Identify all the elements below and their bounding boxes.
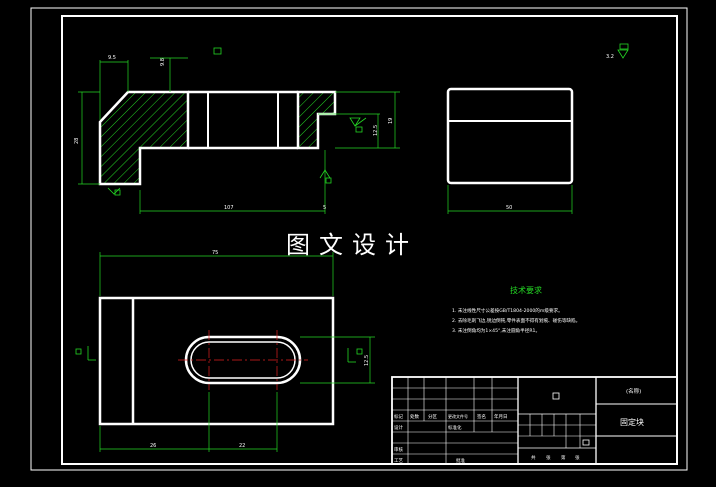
datum-icon-title — [552, 392, 560, 400]
tb-sheet-total-unit: 张 — [546, 454, 551, 461]
dim-plan-slot: 22 — [239, 443, 245, 449]
datum-icon-title-2 — [582, 439, 590, 446]
tech-requirements-title: 技术要求 — [510, 285, 542, 295]
tech-requirement-3: 3. 未注倒角均为1×45°,未注圆角半径R1。 — [452, 327, 540, 334]
tb-label-zone: 分区 — [428, 413, 437, 420]
tech-requirements: 技术要求 1. 未注线性尺寸公差按GB/T1804-2000的m级要求。 2. … — [452, 285, 580, 334]
title-block — [391, 376, 678, 465]
tb-label-mark: 标记 — [394, 413, 403, 420]
dim-right-height-1: 19 — [388, 118, 394, 124]
tb-label-process: 工艺 — [394, 458, 403, 464]
dim-bottom-length: 107 — [224, 205, 234, 211]
dim-top-width: 9.5 — [108, 55, 116, 61]
view-arrow-icon — [75, 346, 363, 363]
front-section-view: 9.5 9.8 28 107 5 19 12.5 3.2 — [74, 43, 629, 214]
tb-label-review: 审核 — [394, 446, 403, 453]
title-block-text: 标记 处数 分区 更改文件号 签名 年月日 设计 标准化 审核 工艺 批准 共 … — [394, 387, 644, 464]
dim-plan-height: 12.5 — [364, 355, 370, 366]
tb-sheet-total: 共 — [531, 454, 536, 461]
tech-requirement-1: 1. 未注线性尺寸公差按GB/T1804-2000的m级要求。 — [452, 307, 563, 314]
watermark-text: 图文设计 — [286, 231, 418, 259]
tb-label-count: 处数 — [410, 413, 419, 420]
tb-label-standard: 标准化 — [448, 424, 462, 431]
datum-icon — [213, 47, 222, 55]
tb-name-label: (名称) — [626, 387, 641, 395]
tb-label-sign: 签名 — [477, 413, 486, 420]
dim-plan-left: 26 — [150, 443, 156, 449]
tb-label-approve: 批准 — [456, 457, 465, 464]
tb-sheet-no: 第 — [561, 454, 566, 461]
hatched-right-block — [296, 90, 337, 150]
hatched-left-block — [98, 90, 190, 186]
side-view: 50 — [446, 87, 574, 214]
tb-label-design: 设计 — [394, 424, 403, 431]
roughness-value: 3.2 — [606, 54, 614, 60]
inner-border — [61, 15, 678, 465]
surface-roughness-icon — [107, 43, 629, 196]
outer-border — [30, 7, 688, 471]
tb-part-name: 固定块 — [620, 417, 644, 427]
dim-plan-width: 75 — [212, 250, 218, 256]
plan-view: 75 26 22 12.5 — [75, 250, 375, 452]
tb-label-date: 年月日 — [494, 413, 508, 420]
tech-requirement-2: 2. 去除毛刺飞边,锐边倒钝,零件表面不得有划痕、碰伤等缺陷。 — [452, 317, 580, 324]
dim-side-width: 50 — [506, 205, 512, 211]
dim-left-height: 28 — [74, 138, 80, 144]
dim-top-step: 9.8 — [160, 58, 166, 66]
tb-label-change-doc: 更改文件号 — [448, 413, 468, 419]
dim-right-height-2: 12.5 — [373, 125, 379, 136]
dim-right-small: 5 — [323, 205, 326, 211]
tb-sheet-no-unit: 张 — [575, 454, 580, 461]
